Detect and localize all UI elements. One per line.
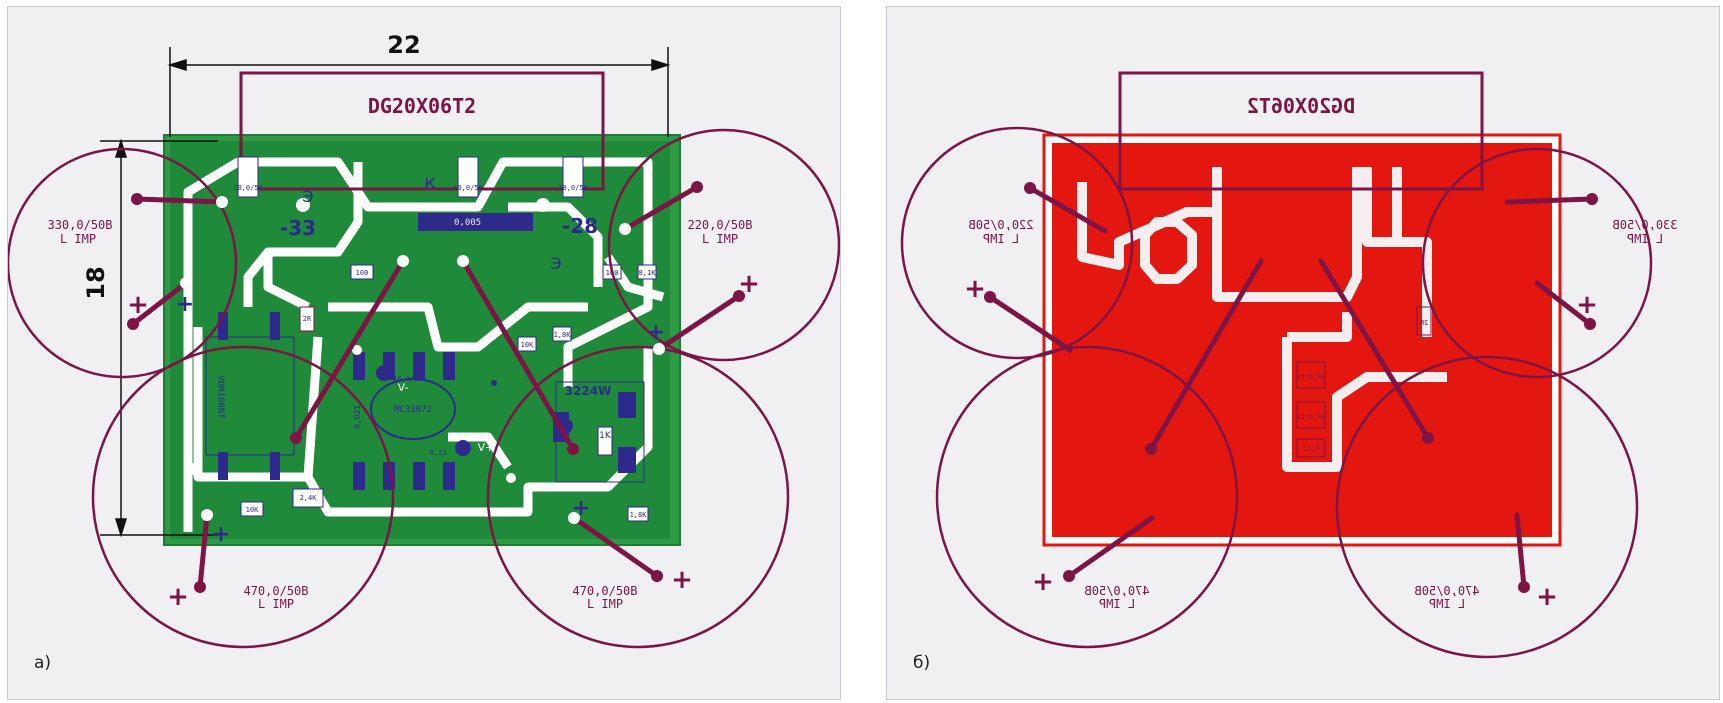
- cap-tl-sub: L IMP: [60, 232, 96, 246]
- cap-tr-value: 220,0/50B: [687, 218, 752, 232]
- comp-c022: 0,22: [430, 449, 447, 457]
- cap-b-bl-sub: L IMP: [1099, 597, 1135, 611]
- comp-r10k-bot: 10K: [246, 506, 259, 514]
- panel-b-bottom-layer: DG20X06T2 10,0/50 10,0/50 0,22 2R: [886, 6, 1720, 700]
- plus-silk-right: +: [647, 320, 665, 345]
- capacitor-terminals-b: [984, 182, 1598, 593]
- chip-outline: [239, 71, 605, 191]
- comp-c3: 10,0/50: [558, 184, 588, 192]
- cap-b-br-value: 470,0/50B: [1414, 584, 1479, 598]
- cap-b-tl-sub: L IMP: [983, 232, 1019, 246]
- comp-r100a: 100: [356, 269, 369, 277]
- plus-silk-left: +: [176, 292, 194, 317]
- cap-b-tr-sub: L IMP: [1627, 232, 1663, 246]
- smd-outlines-b: [1296, 306, 1432, 458]
- comp-opto: VOM160NT: [215, 375, 225, 419]
- plus-br: +: [671, 565, 693, 595]
- cap-bl-sub: L IMP: [258, 597, 294, 611]
- plus-bl: +: [167, 582, 189, 612]
- comp-r18k: 1,8K: [554, 331, 572, 339]
- plus-silk-br: +: [572, 496, 590, 521]
- panel-a-top-layer: DG20X06T2 22 18: [7, 6, 841, 700]
- plus-tr: +: [738, 269, 760, 299]
- comp-b-cc: 0,22: [1303, 445, 1320, 453]
- comp-smd021: 0,021: [353, 405, 362, 429]
- comp-r2r: 2R: [303, 315, 312, 323]
- net-left: -33: [280, 216, 316, 240]
- dimension-width-label: 22: [387, 31, 420, 59]
- comp-ic: MC33072: [394, 405, 432, 415]
- plus-b-tr: +: [1576, 290, 1598, 320]
- comp-b-cb: 10,0/50: [1296, 413, 1326, 421]
- comp-trim-val: 1K: [599, 431, 612, 441]
- pin-e-left: Э: [302, 187, 313, 206]
- cap-tl-value: 330,0/50B: [47, 218, 112, 232]
- pin-k: К: [424, 174, 436, 193]
- panel-a-label: а): [34, 653, 52, 673]
- comp-c1050: 10,0/50: [393, 375, 423, 383]
- capacitor-outlines: [8, 128, 840, 649]
- pin-e-right: Э: [550, 254, 561, 273]
- comp-b-ca: 10,0/50: [1296, 373, 1326, 381]
- panel-a-drawing: DG20X06T2 22 18: [8, 31, 840, 649]
- comp-c2: 10,0/50: [453, 184, 483, 192]
- white-vias: [352, 345, 516, 483]
- comp-r81k: 8,1K: [639, 269, 657, 277]
- plus-b-br: +: [1536, 582, 1558, 612]
- dimension-width: [167, 47, 671, 137]
- comp-r10k-top: 10K: [521, 341, 534, 349]
- comp-r0005: 0,005: [454, 218, 481, 228]
- cap-br-sub: L IMP: [587, 597, 623, 611]
- comp-vminus: V-: [398, 381, 409, 394]
- silk-outlines: [205, 336, 645, 483]
- cap-bl-value: 470,0/50B: [243, 584, 308, 598]
- comp-r24k: 2,4K: [300, 494, 318, 502]
- capacitor-outlines-b: [900, 126, 1653, 659]
- capacitor-leads-b: [987, 185, 1595, 590]
- capacitor-leads: [130, 184, 742, 590]
- cap-b-tr-value: 330,0/50B: [1612, 218, 1677, 232]
- chip-label-b: DG20X06T2: [1247, 94, 1355, 118]
- panel-b-drawing: DG20X06T2 10,0/50 10,0/50 0,22 2R: [900, 71, 1678, 659]
- panel-b-label: б): [913, 653, 931, 673]
- capacitor-pads: [180, 196, 665, 524]
- plus-b-tl: +: [964, 274, 986, 304]
- cap-b-br-sub: L IMP: [1429, 597, 1465, 611]
- comp-c1: 10,0/50: [233, 184, 263, 192]
- cap-b-tl-value: 220,0/50B: [968, 218, 1033, 232]
- capacitor-terminals: [127, 181, 745, 593]
- dimension-height: [100, 138, 218, 538]
- cap-br-value: 470,0/50B: [572, 584, 637, 598]
- comp-vplus: V+: [478, 441, 495, 454]
- chip-label: DG20X06T2: [368, 94, 476, 118]
- comp-r18k-bot: 1,8K: [630, 511, 648, 519]
- cap-tr-sub: L IMP: [702, 232, 738, 246]
- chip-outline-b: [1118, 71, 1484, 191]
- net-right: -28: [562, 214, 598, 238]
- plus-tl: +: [127, 290, 149, 320]
- cap-b-bl-value: 470,0/50B: [1084, 584, 1149, 598]
- plus-b-bl: +: [1032, 567, 1054, 597]
- comp-trim: 3224W: [565, 384, 612, 398]
- dimension-height-label: 18: [82, 266, 110, 299]
- plus-silk-bl: +: [212, 522, 230, 547]
- comp-b-r2r: 2R: [1419, 319, 1428, 327]
